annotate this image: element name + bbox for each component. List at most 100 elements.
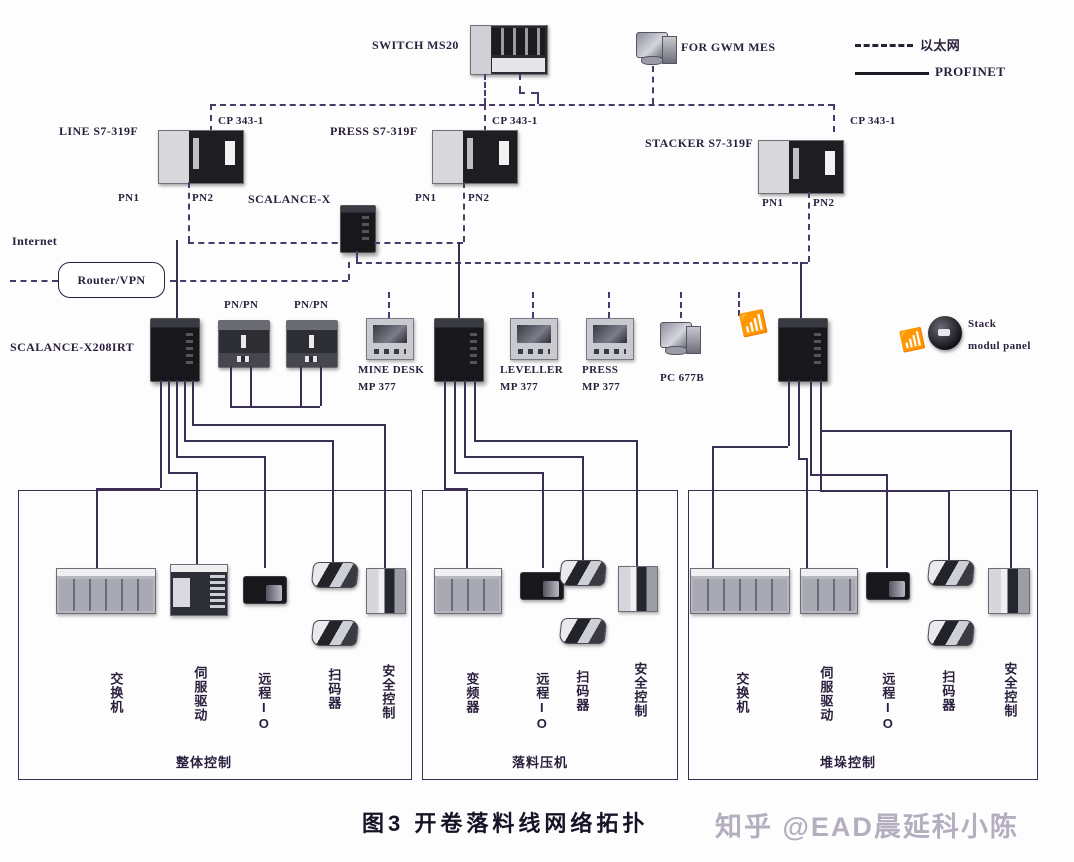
profinet-link: [788, 380, 790, 446]
eth-link: [652, 66, 654, 104]
controller-0-cp-label: CP 343-1: [218, 115, 264, 127]
profinet-link: [464, 380, 466, 456]
profinet-link: [168, 380, 170, 472]
eth-link: [484, 104, 486, 132]
wireless-antenna-icon: 📶: [897, 325, 928, 355]
panel-0-node-1-label: 伺服驱动: [192, 666, 208, 722]
profinet-link: [192, 380, 194, 424]
hmi-panel-icon: [366, 318, 414, 360]
internet-label: Internet: [12, 234, 58, 248]
pc-label: PC 677B: [660, 372, 705, 384]
barcode-scanner-icon: [926, 620, 976, 646]
controller-0-pn2-label: PN2: [192, 192, 214, 204]
watermark: 知乎 @EAD晨延科小陈: [715, 812, 1019, 842]
profinet-link: [96, 488, 98, 568]
hmi-0-model: MP 377: [358, 381, 397, 393]
safety-controller-icon: [618, 566, 658, 612]
eth-link: [608, 292, 610, 318]
profinet-link: [168, 472, 196, 474]
controller-2-pn2-label: PN2: [813, 197, 835, 209]
wireless-antenna-icon: 📶: [737, 309, 770, 340]
solid-line-icon: [855, 72, 929, 75]
hmi-2-name: PRESS: [582, 364, 619, 376]
panel-stacking-control: [688, 490, 1038, 780]
hmi-1-name: LEVELLER: [500, 364, 564, 376]
profinet-link: [798, 380, 800, 458]
scalance-main-label: SCALANCE-X208IRT: [10, 340, 134, 354]
profinet-link: [384, 424, 386, 568]
panel-2-node-3-label: 扫码器: [940, 670, 956, 712]
panel-2-title: 堆垛控制: [820, 755, 877, 770]
stack-module-label-line1: Stack: [968, 318, 997, 330]
profinet-link: [184, 380, 186, 440]
eth-trunk: [210, 104, 834, 106]
scalance-switch-icon: [434, 318, 484, 382]
remote-io-icon: [520, 572, 564, 600]
controller-1-pn2-label: PN2: [468, 192, 490, 204]
profinet-link: [176, 456, 264, 458]
controller-0-label: LINE S7-319F: [59, 124, 139, 138]
profinet-link: [464, 456, 582, 458]
profinet-link: [798, 458, 806, 460]
scalance-switch-icon: [150, 318, 200, 382]
hmi-0-name: MINE DESK: [358, 364, 425, 376]
profinet-link: [886, 474, 888, 568]
barcode-scanner-icon: [558, 618, 608, 644]
profinet-link: [320, 366, 322, 406]
profinet-link: [810, 380, 812, 474]
profinet-link: [454, 380, 456, 472]
safety-controller-icon: [366, 568, 406, 614]
controller-2-label: STACKER S7-319F: [645, 136, 754, 150]
servo-drive-icon: [800, 568, 858, 614]
pn-pn-coupler-icon: [218, 320, 270, 368]
router-icon[interactable]: Router/VPN: [58, 262, 165, 298]
panel-1-node-0-label: 变频器: [464, 672, 480, 714]
servo-drive-icon: [170, 564, 228, 616]
profinet-link: [176, 380, 178, 456]
eth-link: [484, 74, 486, 104]
panel-0-title: 整体控制: [176, 755, 233, 770]
eth-link: [532, 292, 534, 318]
panel-1-node-1-label: 远程IO: [534, 672, 550, 732]
eth-link: [738, 292, 740, 316]
profinet-link: [454, 472, 542, 474]
profinet-link: [192, 424, 384, 426]
barcode-scanner-icon: [310, 620, 360, 646]
stack-module-icon: [928, 316, 962, 350]
safety-controller-icon: [988, 568, 1030, 614]
inverter-icon: [434, 568, 502, 614]
barcode-scanner-icon: [558, 560, 608, 586]
dashed-line-icon: [855, 44, 913, 47]
network-switch-icon: [470, 25, 548, 75]
profinet-link: [332, 440, 334, 562]
profinet-link: [636, 440, 638, 568]
eth-link: [356, 251, 358, 262]
stack-module-label-line2: modul panel: [968, 340, 1031, 352]
eth-link: [356, 262, 808, 264]
remote-io-icon: [866, 572, 910, 600]
panel-1-node-3-label: 安全控制: [632, 662, 648, 718]
profinet-link: [300, 366, 302, 406]
controller-2-cp-label: CP 343-1: [850, 115, 896, 127]
profinet-link: [806, 458, 808, 568]
controller-1-cp-label: CP 343-1: [492, 115, 538, 127]
plc-icon: [758, 140, 844, 194]
scalance-x-label: SCALANCE-X: [248, 192, 331, 206]
panel-0-node-3-label: 扫码器: [326, 668, 342, 710]
mes-pc-label: FOR GWM MES: [681, 40, 776, 54]
eth-link: [833, 104, 835, 132]
profinet-link: [800, 262, 802, 318]
hmi-2-model: MP 377: [582, 381, 621, 393]
router-label: Router/VPN: [77, 272, 146, 287]
barcode-scanner-icon: [310, 562, 360, 588]
profinet-link: [820, 490, 948, 492]
profinet-link: [160, 380, 162, 488]
profinet-link: [712, 446, 788, 448]
controller-0-pn1-label: PN1: [118, 192, 140, 204]
panel-2-node-1-label: 伺服驱动: [818, 666, 834, 722]
hmi-1-model: MP 377: [500, 381, 539, 393]
barcode-scanner-icon: [926, 560, 976, 586]
profinet-link: [466, 488, 468, 568]
eth-link: [10, 280, 58, 282]
